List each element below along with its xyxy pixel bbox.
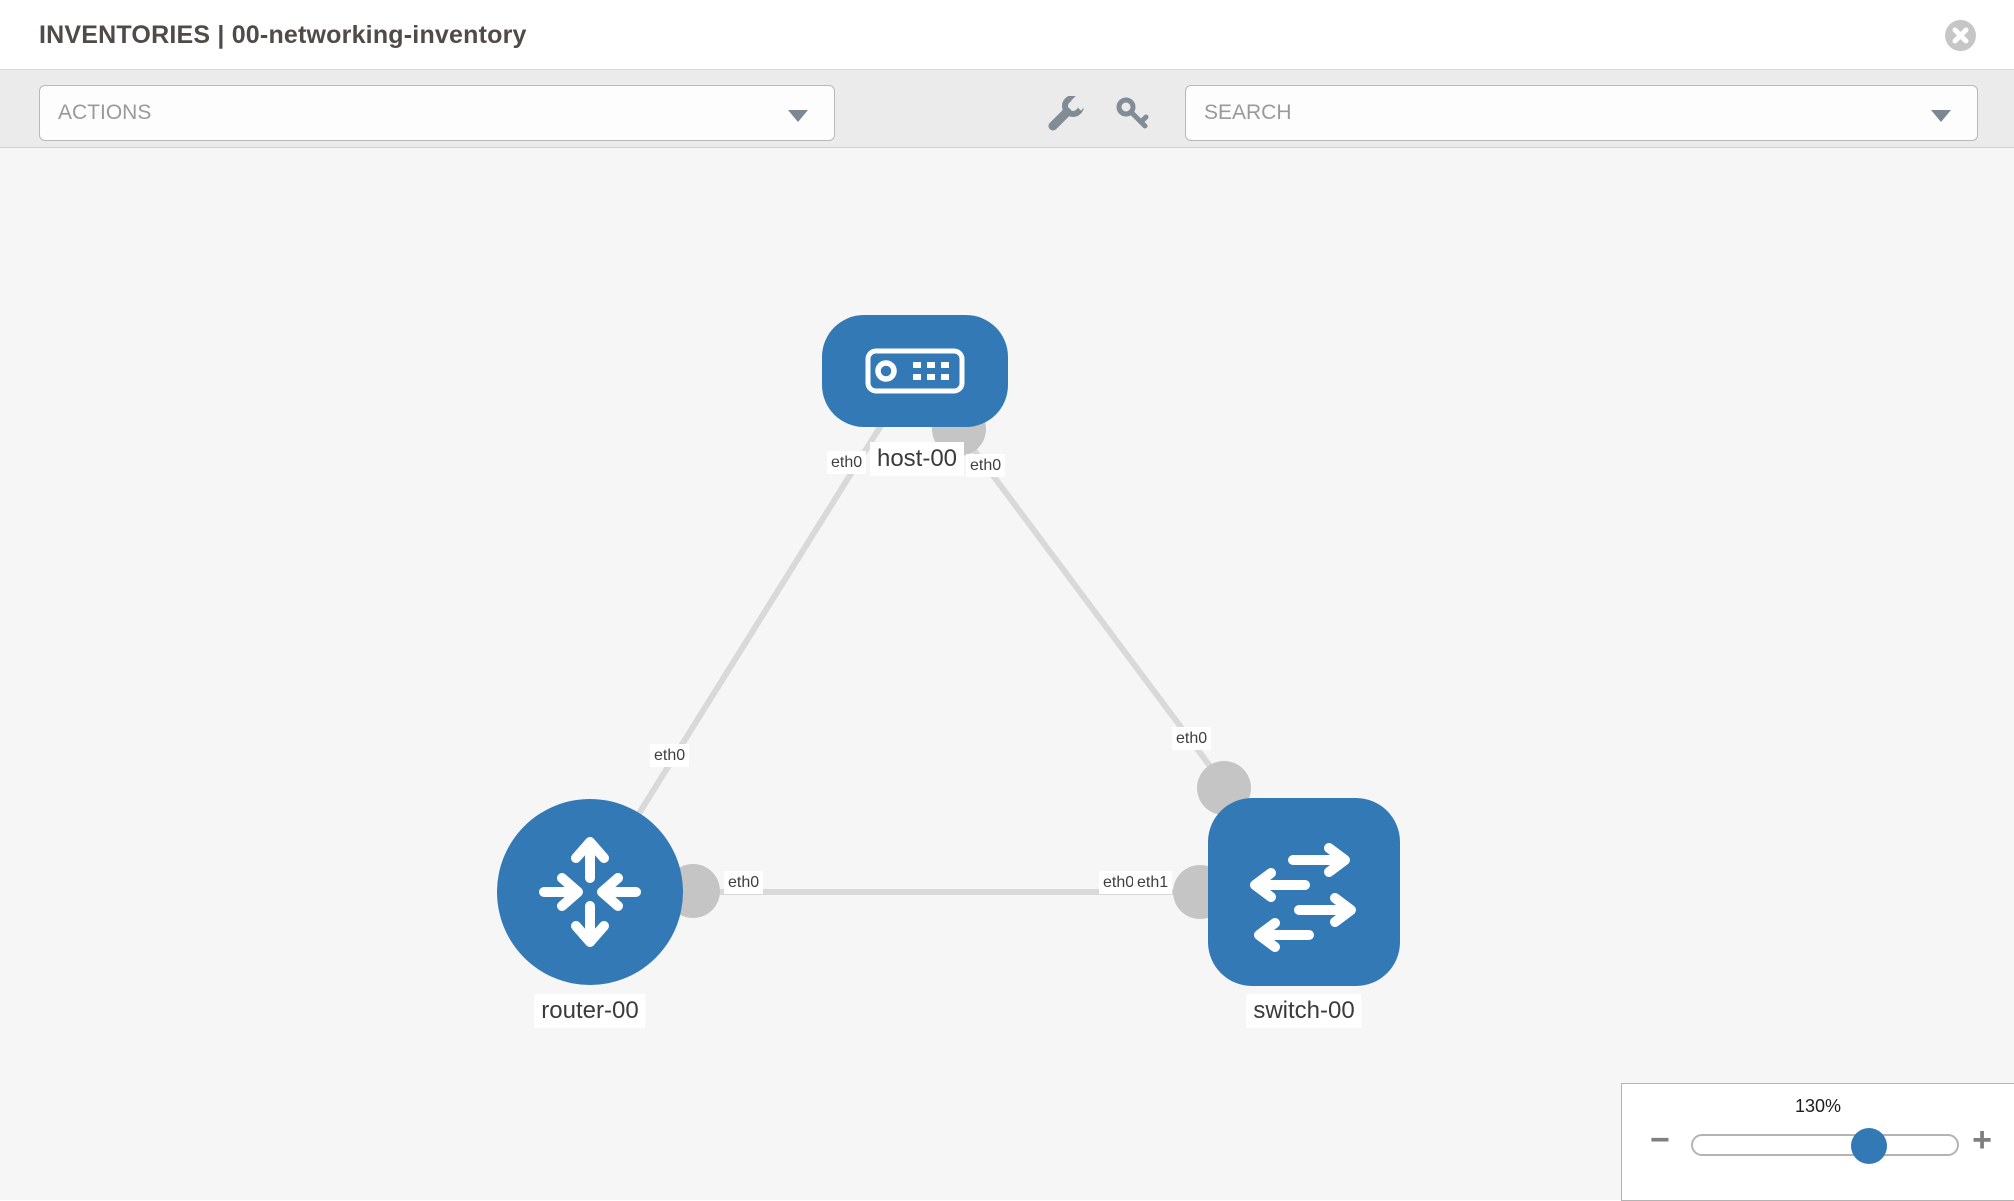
close-icon (1952, 27, 1969, 44)
interface-label-router-switch-occluded: eth0 (1099, 871, 1139, 894)
zoom-panel: 130% − + (1621, 1083, 2014, 1201)
node-label-switch: switch-00 (1246, 994, 1362, 1028)
wrench-icon[interactable] (1046, 96, 1084, 132)
interface-label-host-switch-near-host: eth0 (966, 454, 1006, 477)
zoom-slider-track[interactable] (1691, 1128, 1959, 1164)
interface-label-router-host-near-host: eth0 (827, 451, 867, 474)
close-button[interactable] (1945, 20, 1976, 51)
toolbar: ACTIONS SEARCH (0, 70, 2014, 148)
node-host[interactable] (822, 315, 1008, 427)
node-router[interactable] (497, 799, 683, 985)
interface-label-router-switch-near-switch: eth1 (1133, 871, 1173, 894)
interface-label-router-host-near-router: eth0 (650, 744, 690, 767)
switch-icon (1250, 843, 1356, 952)
actions-dropdown[interactable]: ACTIONS (39, 85, 835, 141)
host-icon (865, 348, 965, 394)
zoom-out-button[interactable]: − (1650, 1121, 1670, 1159)
node-label-host: host-00 (869, 442, 965, 476)
zoom-slider-handle[interactable] (1851, 1128, 1887, 1164)
chevron-down-icon (788, 110, 808, 122)
interface-label-router-switch-near-router: eth0 (724, 871, 764, 894)
node-switch[interactable] (1208, 798, 1400, 986)
topology-links-layer (587, 369, 1307, 919)
search-dropdown[interactable]: SEARCH (1185, 85, 1978, 141)
page-title: INVENTORIES | 00-networking-inventory (39, 21, 527, 49)
key-icon[interactable] (1114, 96, 1152, 132)
router-icon (539, 837, 641, 947)
zoom-in-button[interactable]: + (1972, 1121, 1992, 1159)
search-dropdown-label: SEARCH (1204, 101, 1292, 124)
zoom-level: 130% (1794, 1096, 1842, 1116)
header: INVENTORIES | 00-networking-inventory (0, 0, 2014, 70)
topology-canvas[interactable]: host-00 router-00 switch-00 eth0 eth0 et… (0, 148, 2014, 1201)
interface-label-host-switch-near-switch: eth0 (1172, 727, 1212, 750)
node-label-router: router-00 (534, 994, 646, 1028)
chevron-down-icon (1931, 110, 1951, 122)
actions-dropdown-label: ACTIONS (58, 101, 152, 124)
